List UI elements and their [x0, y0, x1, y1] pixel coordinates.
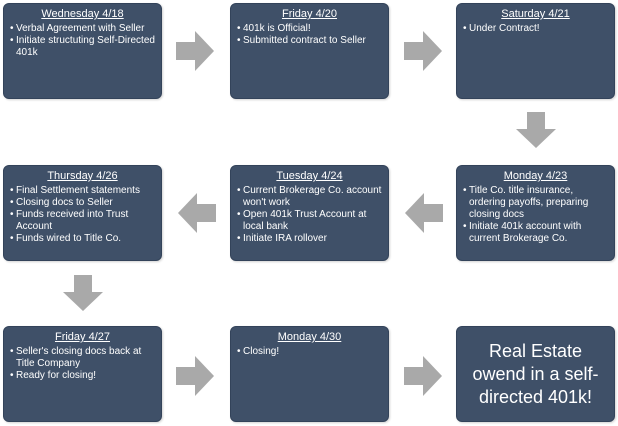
arrow-right-3	[176, 356, 214, 396]
step-item: Seller's closing docs back at Title Comp…	[10, 346, 155, 370]
step-item: Ready for closing!	[10, 370, 155, 382]
step-box-tuesday-4-24: Tuesday 4/24 Current Brokerage Co. accou…	[230, 165, 389, 261]
final-outcome-text: Real Estate owend in a self-directed 401…	[472, 340, 599, 407]
step-item: Final Settlement statements	[10, 185, 155, 197]
step-item: Under Contract!	[463, 23, 608, 35]
step-items: Under Contract!	[463, 23, 608, 35]
step-box-wednesday-4-18: Wednesday 4/18 Verbal Agreement with Sel…	[3, 3, 162, 99]
step-item: 401k is Official!	[237, 23, 382, 35]
step-item: Funds wired to Title Co.	[10, 233, 155, 245]
step-title: Saturday 4/21	[501, 8, 570, 20]
arrow-down-2	[63, 275, 103, 311]
step-title: Friday 4/20	[281, 8, 338, 20]
step-item: Initiate structuting Self-Directed 401k	[10, 35, 155, 59]
step-box-saturday-4-21: Saturday 4/21 Under Contract!	[456, 3, 615, 99]
step-item: Open 401k Trust Account at local bank	[237, 209, 382, 233]
step-box-monday-4-30: Monday 4/30 Closing!	[230, 326, 389, 422]
arrow-right-4	[404, 356, 442, 396]
step-box-thursday-4-26: Thursday 4/26 Final Settlement statement…	[3, 165, 162, 261]
arrow-left-1	[405, 193, 443, 233]
final-outcome-box: Real Estate owend in a self-directed 401…	[456, 326, 615, 422]
step-box-friday-4-27: Friday 4/27 Seller's closing docs back a…	[3, 326, 162, 422]
step-item: Initiate IRA rollover	[237, 233, 382, 245]
step-items: Seller's closing docs back at Title Comp…	[10, 346, 155, 382]
step-item: Submitted contract to Seller	[237, 35, 382, 47]
step-box-monday-4-23: Monday 4/23 Title Co. title insurance, o…	[456, 165, 615, 261]
step-items: Title Co. title insurance, ordering payo…	[463, 185, 608, 245]
step-item: Funds received into Trust Account	[10, 209, 155, 233]
step-item: Current Brokerage Co. account won't work	[237, 185, 382, 209]
arrow-left-2	[178, 193, 216, 233]
arrow-right-2	[404, 31, 442, 71]
step-items: Current Brokerage Co. account won't work…	[237, 185, 382, 245]
step-box-friday-4-20: Friday 4/20 401k is Official! Submitted …	[230, 3, 389, 99]
step-items: Closing!	[237, 346, 382, 358]
arrow-right-1	[176, 31, 214, 71]
step-title: Wednesday 4/18	[41, 8, 124, 20]
step-title: Monday 4/23	[503, 170, 568, 182]
step-title: Tuesday 4/24	[276, 170, 343, 182]
step-item: Verbal Agreement with Seller	[10, 23, 155, 35]
step-item: Title Co. title insurance, ordering payo…	[463, 185, 608, 221]
step-items: Final Settlement statements Closing docs…	[10, 185, 155, 245]
step-items: Verbal Agreement with Seller Initiate st…	[10, 23, 155, 59]
step-item: Closing!	[237, 346, 382, 358]
arrow-down-1	[516, 112, 556, 148]
step-title: Monday 4/30	[277, 331, 342, 343]
step-item: Initiate 401k account with current Broke…	[463, 221, 608, 245]
step-items: 401k is Official! Submitted contract to …	[237, 23, 382, 47]
step-item: Closing docs to Seller	[10, 197, 155, 209]
step-title: Friday 4/27	[54, 331, 111, 343]
step-title: Thursday 4/26	[47, 170, 118, 182]
